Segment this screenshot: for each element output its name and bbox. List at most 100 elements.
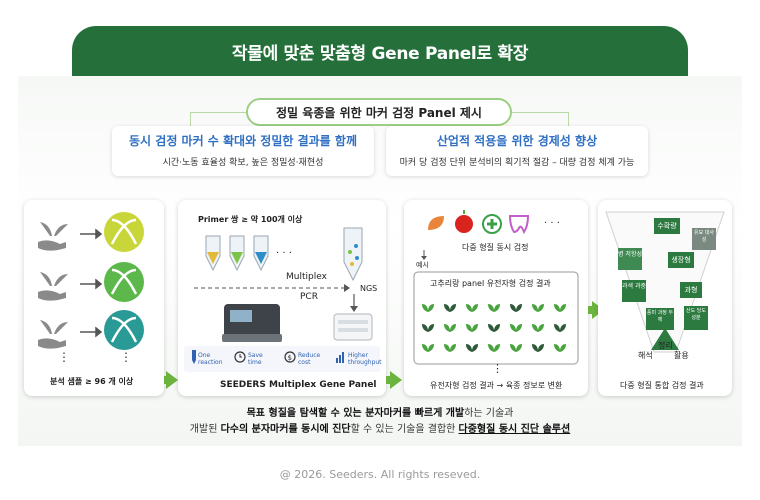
trait-illustration	[413, 210, 579, 365]
seedling-icon	[554, 304, 566, 312]
feature-subtitle: 마커 당 검정 단위 분석비의 획기적 절감 – 대량 검정 체계 가능	[399, 158, 635, 168]
sample-tube-icon	[343, 227, 363, 282]
trait-box: 수확량	[654, 218, 680, 234]
seedling-icon	[532, 304, 544, 312]
seedling-icon	[444, 324, 456, 332]
dots: · · ·	[276, 248, 292, 259]
footer-text: 개발된	[189, 424, 221, 435]
flow-arrow-stem	[386, 376, 392, 384]
summary-right: 활용	[674, 351, 689, 360]
trait-box: 과색 과중	[622, 280, 646, 302]
flow-arrow	[390, 371, 402, 389]
panel-trait-test: · · · 다중 형질 동시 검정 예시 고추리랑 panel 유전자형 검정 …	[404, 200, 588, 396]
benefit-label: One reaction	[198, 352, 223, 366]
ngs-label: NGS	[360, 284, 378, 293]
seedling-icon	[422, 304, 434, 312]
seedling-icon	[466, 304, 478, 312]
connector-right-down	[568, 112, 569, 126]
panel-caption: 분석 샘플 ≥ 96 개 이상	[50, 377, 134, 386]
multiplex-label: Multiplex	[286, 272, 327, 282]
trait-box: 병 저항성	[618, 248, 642, 270]
connector-right	[512, 112, 568, 113]
dna-icon	[104, 262, 144, 302]
panel-caption: 유전자형 검정 결과 → 육종 정보로 변환	[430, 381, 563, 390]
hand-plant-icon	[38, 222, 68, 251]
seedling-icon	[510, 324, 522, 332]
tube-icon	[205, 235, 221, 272]
pcr-label: PCR	[300, 292, 318, 302]
seedling-icon	[422, 324, 434, 332]
copyright: @ 2026. Seeders. All rights reseved.	[279, 468, 481, 481]
seedling-icon	[422, 344, 434, 352]
panel-caption: 다중 형질 통합 검정 결과	[620, 381, 704, 390]
svg-text:$: $	[288, 354, 292, 362]
feature-card-1: 동시 검정 마커 수 확대와 정밀한 결과를 함께 시간·노동 효율성 확보, …	[112, 126, 374, 176]
panel-samples: ⋮ ⋮ 분석 샘플 ≥ 96 개 이상	[24, 200, 164, 396]
seedling-icon	[554, 344, 566, 352]
hand-plant-icon	[38, 272, 68, 301]
footer-underline: 다중형질 동시 진단 솔루션	[458, 424, 571, 435]
seedling-icon	[488, 324, 500, 332]
feature-title: 동시 검정 마커 수 확대와 정밀한 결과를 함께	[129, 134, 357, 148]
center-pill: 정밀 육종을 위한 마커 검정 Panel 제시	[246, 98, 512, 126]
seedling-icon	[532, 344, 544, 352]
trait-box: 유묘 대사성	[692, 228, 716, 250]
chart-icon	[336, 352, 344, 363]
trait-box: 과형	[680, 282, 702, 298]
footer-text: 하는 기술과	[464, 408, 514, 419]
connector-left-down	[190, 112, 191, 126]
vertical-dots: ⋮	[120, 350, 132, 364]
seedling-icon	[554, 324, 566, 332]
tube-icon	[229, 235, 245, 272]
seedling-icon	[510, 344, 522, 352]
seedling-icon	[510, 304, 522, 312]
benefit-label: Reduce cost	[298, 352, 321, 366]
panel-caption: SEEDERS Multiplex Gene Panel	[220, 380, 377, 390]
panel-multiplex: Primer 쌍 ≥ 약 100개 이상	[178, 200, 386, 396]
dollar-icon: $	[284, 351, 296, 363]
panel-subtitle: 다중 형질 동시 검정	[462, 243, 529, 252]
footer-bold: 목표 형질을 탐색할 수 있는 분자마커를 빠르게 개발	[246, 408, 465, 419]
plus-icon	[482, 214, 502, 234]
trait-box: 생장형	[668, 252, 694, 268]
dna-icon	[104, 212, 144, 252]
seedling-icon	[532, 324, 544, 332]
hand-plant-icon	[38, 320, 68, 349]
banner-title: 작물에 맞춘 맞춤형 Gene Panel로 확장	[72, 26, 688, 76]
apple-icon	[455, 210, 473, 233]
seedling-icon	[466, 344, 478, 352]
pcr-machine-icon	[222, 304, 282, 342]
samples-illustration	[38, 212, 144, 350]
multiplex-illustration: $	[184, 227, 380, 372]
reaction-icon	[192, 350, 196, 364]
seedling-grid	[422, 304, 566, 352]
tube-icon	[253, 235, 269, 272]
panel-integration: 수확량 유묘 대사성 병 저항성 생장형 과색 과중 과형 풍미 과정 두께 산…	[598, 200, 732, 396]
benefit-label: Save time	[248, 352, 263, 366]
seedling-icon	[488, 344, 500, 352]
dna-icon	[104, 310, 144, 350]
summary-left: 해석	[638, 351, 653, 360]
footer-bold: 다수의 분자마커를 동시에 진단	[220, 424, 351, 435]
trait-box: 산도 당도 성분	[684, 306, 708, 330]
flow-arrow	[166, 371, 178, 389]
footer-line-1: 목표 형질을 탐색할 수 있는 분자마커를 빠르게 개발하는 기술과	[0, 404, 760, 419]
seedling-icon	[488, 304, 500, 312]
vertical-dots: ⋮	[58, 350, 70, 364]
vertical-dots: ⋮	[492, 362, 503, 375]
seedling-icon	[444, 304, 456, 312]
result-title: 고추리랑 panel 유전자형 검정 결과	[430, 279, 551, 288]
benefit-label: Higher throughput	[348, 352, 382, 366]
footer-text: 할 수 있는 기술을 결합한	[350, 424, 459, 435]
feature-card-2: 산업적 적용을 위한 경제성 향상 마커 당 검정 단위 분석비의 획기적 절감…	[386, 126, 648, 176]
footer-line-2: 개발된 다수의 분자마커를 동시에 진단할 수 있는 기술을 결합한 다중형질 …	[0, 420, 760, 435]
leaf-icon	[428, 216, 444, 230]
trait-box: 풍미 과정 두께	[646, 308, 674, 330]
flow-arrow-stem	[588, 306, 594, 314]
dots: · · ·	[544, 218, 560, 229]
sequencer-icon	[333, 313, 373, 341]
clock-icon	[234, 351, 246, 363]
feature-subtitle: 시간·노동 효율성 확보, 높은 정밀성·재현성	[162, 158, 324, 168]
connector-left	[190, 112, 246, 113]
